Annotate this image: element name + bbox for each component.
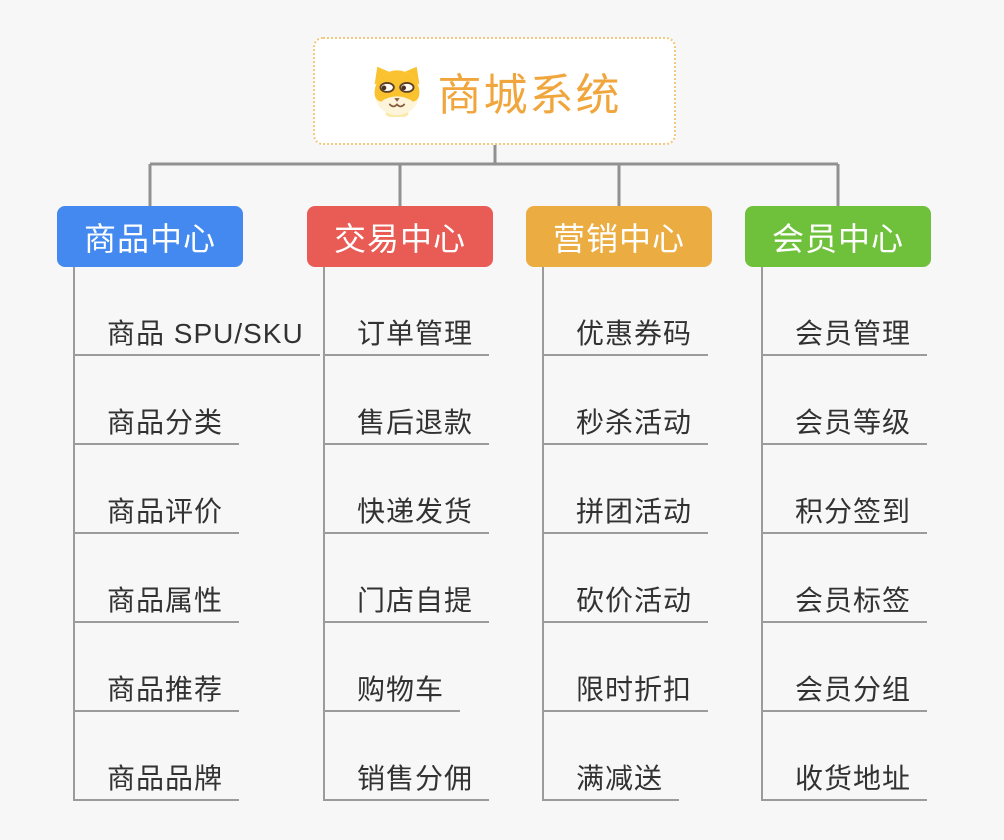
leaf-node[interactable]: 拼团活动 (544, 495, 709, 534)
branch-items-member-center: 会员管理 会员等级 积分签到 会员标签 会员分组 收货地址 (761, 267, 928, 801)
leaf-node[interactable]: 满减送 (544, 762, 680, 801)
branch-header-marketing-center[interactable]: 营销中心 (526, 206, 712, 267)
leaf-node[interactable]: 优惠券码 (544, 317, 709, 356)
leaf-node[interactable]: 会员管理 (763, 317, 928, 356)
leaf-node[interactable]: 购物车 (325, 673, 461, 712)
leaf-node[interactable]: 收货地址 (763, 762, 928, 801)
branch-header-product-center[interactable]: 商品中心 (57, 206, 243, 267)
leaf-node[interactable]: 快递发货 (325, 495, 490, 534)
branch-label: 商品中心 (83, 220, 216, 257)
leaf-node[interactable]: 会员分组 (763, 673, 928, 712)
root-node[interactable]: 商城系统 (313, 37, 676, 145)
leaf-node[interactable]: 商品 SPU/SKU (75, 317, 320, 356)
leaf-node[interactable]: 商品属性 (75, 584, 240, 623)
branch-items-trade-center: 订单管理 售后退款 快递发货 门店自提 购物车 销售分佣 (323, 267, 490, 801)
leaf-node[interactable]: 积分签到 (763, 495, 928, 534)
leaf-node[interactable]: 砍价活动 (544, 584, 709, 623)
leaf-node[interactable]: 商品推荐 (75, 673, 240, 712)
leaf-node[interactable]: 销售分佣 (325, 762, 490, 801)
branch-items-product-center: 商品 SPU/SKU 商品分类 商品评价 商品属性 商品推荐 商品品牌 (73, 267, 320, 801)
leaf-node[interactable]: 售后退款 (325, 406, 490, 445)
leaf-node[interactable]: 会员标签 (763, 584, 928, 623)
dog-face-icon (368, 65, 426, 117)
leaf-node[interactable]: 门店自提 (325, 584, 490, 623)
leaf-node[interactable]: 限时折扣 (544, 673, 709, 712)
leaf-node[interactable]: 会员等级 (763, 406, 928, 445)
branch-label: 会员中心 (771, 220, 904, 257)
leaf-node[interactable]: 秒杀活动 (544, 406, 709, 445)
branch-items-marketing-center: 优惠券码 秒杀活动 拼团活动 砍价活动 限时折扣 满减送 (542, 267, 709, 801)
branch-header-member-center[interactable]: 会员中心 (745, 206, 931, 267)
branch-label: 交易中心 (333, 220, 466, 257)
leaf-node[interactable]: 商品评价 (75, 495, 240, 534)
leaf-node[interactable]: 商品品牌 (75, 762, 240, 801)
root-title: 商城系统 (437, 71, 622, 120)
branch-label: 营销中心 (552, 220, 685, 257)
leaf-node[interactable]: 商品分类 (75, 406, 240, 445)
branch-header-trade-center[interactable]: 交易中心 (307, 206, 493, 267)
leaf-node[interactable]: 订单管理 (325, 317, 490, 356)
